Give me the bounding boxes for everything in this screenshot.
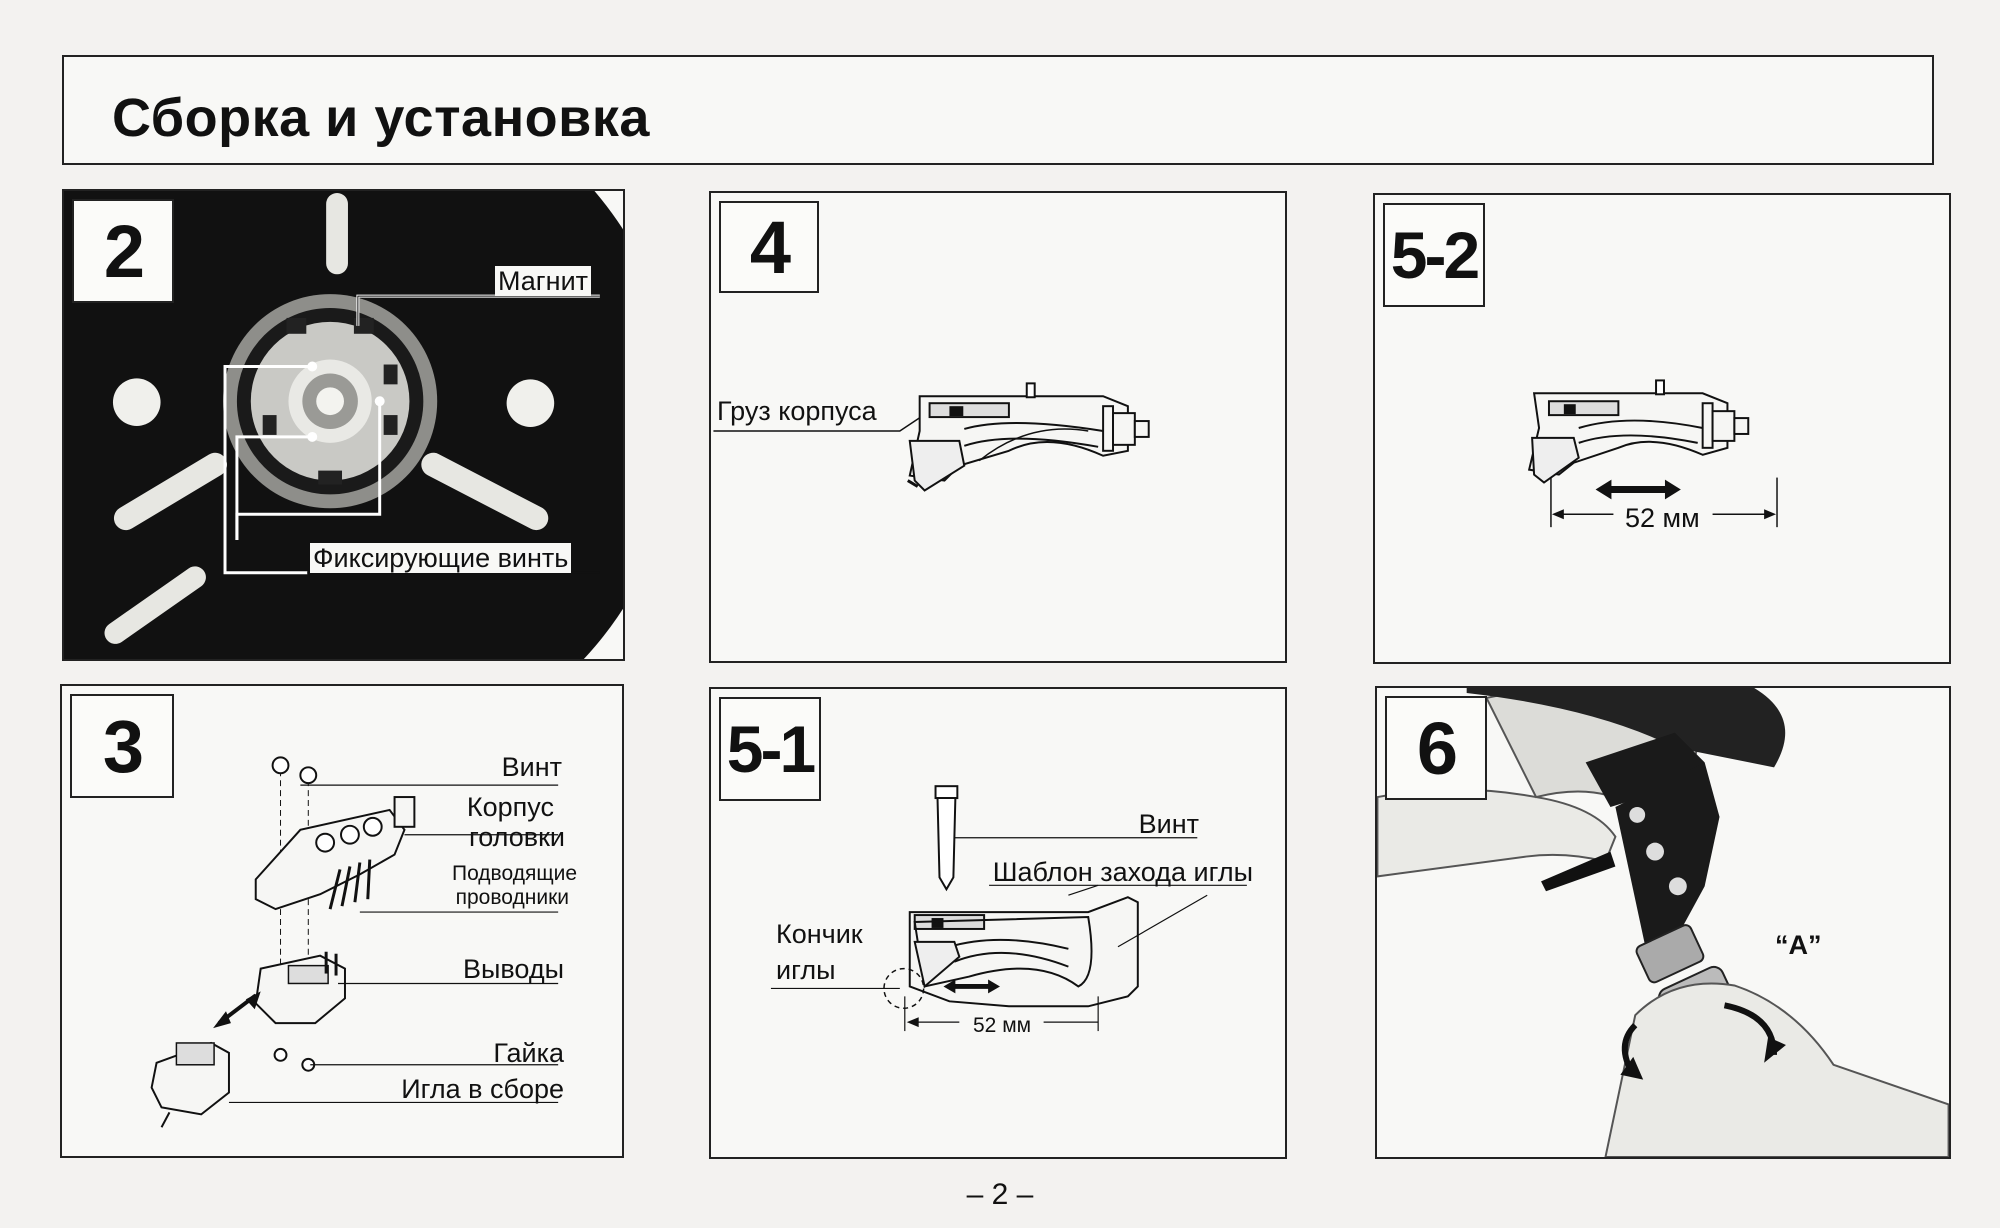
panel-2: 2 Магнит Фиксирующие винть bbox=[62, 189, 625, 661]
label-screw: Винт bbox=[501, 752, 562, 782]
label-stylus-assembly: Игла в сборе bbox=[401, 1074, 564, 1104]
step-number-2: 2 bbox=[72, 199, 174, 303]
step-number-6: 6 bbox=[1385, 696, 1487, 800]
label-terminals: Выводы bbox=[462, 954, 564, 984]
label-headshell-1: Корпус bbox=[466, 792, 554, 822]
label-stylus-tip-1: Кончик bbox=[776, 919, 863, 949]
label-stylus-tip-2: иглы bbox=[776, 955, 836, 985]
label-headshell-2: головки bbox=[469, 822, 565, 852]
label-lead-wires-1: Подводящие bbox=[451, 862, 577, 885]
headshell-measurement-illustration bbox=[1527, 379, 1778, 528]
step-number-5-2: 5-2 bbox=[1383, 203, 1485, 307]
label-a: “A” bbox=[1775, 930, 1822, 960]
panel-5-1: 5-1 Винт Шаблон захода иглы Кончик иглы … bbox=[709, 687, 1287, 1159]
step-number-5-1: 5-1 bbox=[719, 697, 821, 801]
step-number-3: 3 bbox=[70, 694, 174, 798]
label-distance-52mm: 52 мм bbox=[1625, 503, 1700, 533]
page-number: – 2 – bbox=[966, 1178, 1034, 1211]
headshell-with-weight-illustration bbox=[713, 382, 1150, 492]
label-distance-52mm-5-1: 52 мм bbox=[973, 1014, 1032, 1037]
panel-4: 4 Груз корпуса bbox=[709, 191, 1287, 663]
label-magnet: Магнит bbox=[495, 266, 592, 296]
panel-5-2: 5-2 52 мм bbox=[1373, 193, 1951, 664]
page-title: Сборка и установка bbox=[112, 88, 650, 148]
label-shell-weight: Груз корпуса bbox=[717, 396, 877, 426]
label-overhang-template: Шаблон захода иглы bbox=[992, 857, 1253, 887]
overhang-gauge-illustration bbox=[770, 785, 1247, 1032]
panel-3: 3 Винт Корпус головки Подводящие проводн… bbox=[60, 684, 624, 1158]
page-header: Сборка и установка bbox=[62, 55, 1934, 165]
cartridge-assembly-exploded-illustration bbox=[150, 756, 559, 1128]
label-lead-wires-2: проводники bbox=[455, 886, 569, 909]
turntable-platter-illustration bbox=[64, 191, 623, 659]
label-nut: Гайка bbox=[493, 1038, 564, 1068]
step-number-4: 4 bbox=[719, 201, 819, 293]
label-fixing-screws: Фиксирующие винть bbox=[310, 543, 572, 573]
hands-attaching-headshell-illustration bbox=[1377, 688, 1949, 1157]
panel-6: 6 “A” bbox=[1375, 686, 1951, 1159]
label-screw-5-1: Винт bbox=[1138, 809, 1199, 839]
